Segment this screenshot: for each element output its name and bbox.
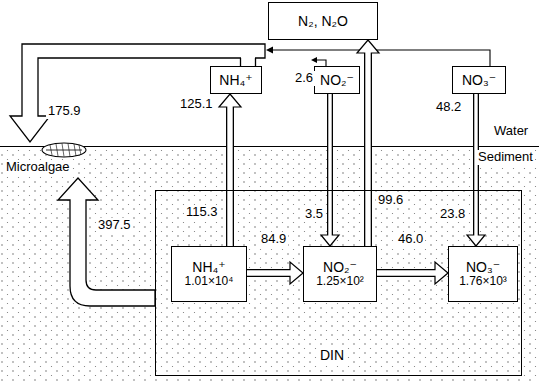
flux-value: 397.5 xyxy=(96,218,133,233)
species-name: N₂, N₂O xyxy=(298,13,348,29)
species-name: NO₂⁻ xyxy=(323,259,357,275)
pool-size: 1.25×10² xyxy=(316,275,364,289)
arrow-head xyxy=(311,57,317,63)
flux-value: 46.0 xyxy=(396,232,425,247)
arrow-head xyxy=(219,94,241,107)
sediment-stipple xyxy=(0,147,539,381)
flux-value: 84.9 xyxy=(259,232,288,247)
water-pool-box: NO₂⁻ xyxy=(314,66,360,94)
species-name: NO₃⁻ xyxy=(462,72,496,88)
flux-value: 115.3 xyxy=(184,205,220,220)
flux-arrow xyxy=(247,262,303,284)
product-box: N₂, N₂O xyxy=(268,2,378,40)
sediment-pool-box: NO₃⁻1.76×10³ xyxy=(448,246,518,302)
flux-value: 23.8 xyxy=(438,207,467,222)
flux-arrow xyxy=(357,40,379,246)
species-name: NH₄⁺ xyxy=(192,259,225,275)
arrow-head xyxy=(266,47,273,54)
arrow-head xyxy=(467,235,485,246)
flux-value: 48.2 xyxy=(434,100,463,115)
arrow-head xyxy=(357,40,379,53)
flux-arrow-fill xyxy=(328,94,331,237)
uptake-arrow xyxy=(58,178,155,306)
flux-value: 2.6 xyxy=(293,71,315,86)
flux-arrow-fill xyxy=(247,270,292,275)
flux-value: 99.6 xyxy=(376,193,405,208)
arrow-head xyxy=(435,262,448,284)
pool-size: 1.76×10³ xyxy=(459,275,507,289)
flux-arrow xyxy=(467,94,485,246)
organism-label: Microalgae xyxy=(4,160,72,175)
region-name: DIN xyxy=(317,347,347,363)
arrow-head xyxy=(290,262,303,284)
flux-arrow-fill xyxy=(377,270,437,275)
flux-arrow-fill xyxy=(227,105,232,246)
species-name: NO₃⁻ xyxy=(466,259,500,275)
region-label: Sediment xyxy=(476,150,535,165)
flux-arrow-fill xyxy=(365,51,370,246)
region-label: Water xyxy=(492,124,530,139)
sediment-pool-box: NH₄⁺1.01×10⁴ xyxy=(171,246,247,302)
flux-value: 3.5 xyxy=(303,207,325,222)
water-pool-box: NH₄⁺ xyxy=(210,66,262,94)
flux-arrow xyxy=(321,94,339,246)
species-name: NO₂⁻ xyxy=(320,72,354,88)
water-pool-box: NO₃⁻ xyxy=(452,66,506,94)
pool-size: 1.01×10⁴ xyxy=(185,275,234,289)
flux-arrow-fill xyxy=(474,94,477,237)
flux-arrow xyxy=(219,94,241,246)
diatom-drawing xyxy=(42,143,86,157)
flux-arrow xyxy=(377,262,448,284)
flux-value: 125.1 xyxy=(178,97,215,112)
arrow-head xyxy=(321,235,339,246)
sediment-pool-box: NO₂⁻1.25×10² xyxy=(303,246,377,302)
species-name: NH₄⁺ xyxy=(219,72,252,88)
flux-line xyxy=(272,50,490,66)
flux-value: 175.9 xyxy=(46,104,83,119)
